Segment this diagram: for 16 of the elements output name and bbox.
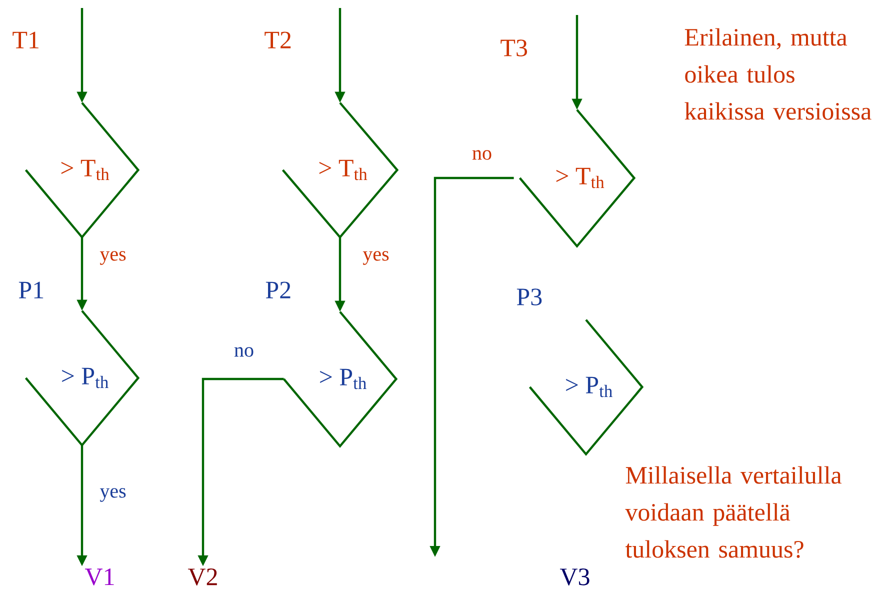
signal-label: T1 [12,32,38,48]
note-text: Millaisella vertailulla voidaan päätellä tuloksen samuus? [625,466,842,558]
edge-label: no [471,149,493,161]
signal-label: T2 [264,32,291,48]
signal-label: P2 [266,282,290,298]
signal-label: P3 [516,288,542,306]
output-label: V1 [85,568,114,586]
edge-label: yes [362,250,390,266]
note-text: Erilainen, mutta oikea tulos kaikissa versioissa [684,28,872,120]
signal-label: T3 [500,40,527,56]
edge-label: yes [98,487,128,503]
signal-label: P1 [18,282,44,298]
output-label: V3 [560,568,590,586]
edge-label: yes [98,250,128,266]
edge-label: no [233,346,255,358]
output-label: V2 [188,568,217,586]
